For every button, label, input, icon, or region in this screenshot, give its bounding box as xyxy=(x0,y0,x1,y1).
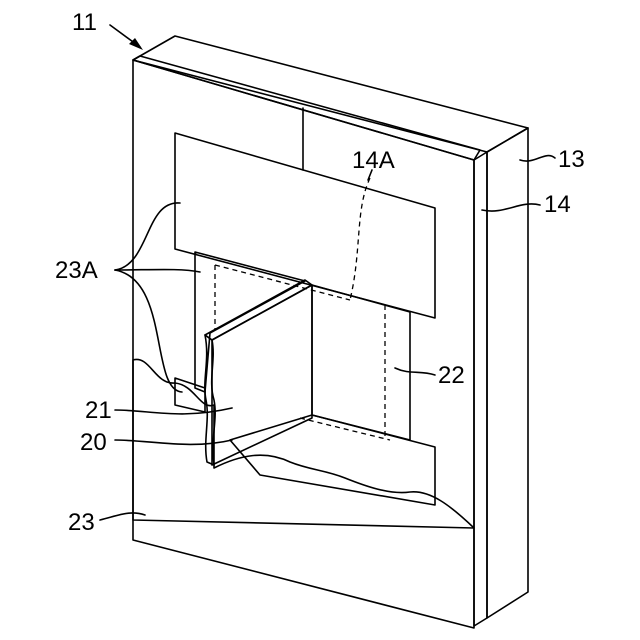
label-20: 20 xyxy=(80,429,107,456)
label-11: 11 xyxy=(72,9,97,36)
hidden-line-2 xyxy=(215,265,350,300)
leader-14 xyxy=(482,204,540,211)
label-14: 14 xyxy=(544,191,571,218)
label-23: 23 xyxy=(68,509,95,536)
label-22: 22 xyxy=(438,362,465,389)
leader-23a-1 xyxy=(115,203,180,270)
right-pillar xyxy=(312,285,410,440)
layer-top-band xyxy=(133,56,480,160)
plate-front-edge xyxy=(205,335,215,465)
label-21: 21 xyxy=(85,397,112,424)
substrate-top xyxy=(133,36,528,152)
plate xyxy=(212,285,312,465)
label-14a: 14A xyxy=(352,147,395,174)
substrate-side xyxy=(487,128,528,618)
upper-block xyxy=(175,133,435,318)
filler xyxy=(133,359,474,628)
leader-23 xyxy=(100,513,145,520)
hidden-line-14a xyxy=(350,178,370,300)
layer-band xyxy=(474,152,487,626)
leader-23a-3 xyxy=(115,270,182,392)
plate-top-edge xyxy=(205,280,312,340)
leader-13 xyxy=(520,156,555,161)
leader-22 xyxy=(395,368,435,375)
leader-23a-2 xyxy=(115,270,200,273)
label-13: 13 xyxy=(558,146,585,173)
lower-block xyxy=(230,415,435,505)
hidden-line-4 xyxy=(300,418,390,440)
label-23a: 23A xyxy=(55,257,98,284)
